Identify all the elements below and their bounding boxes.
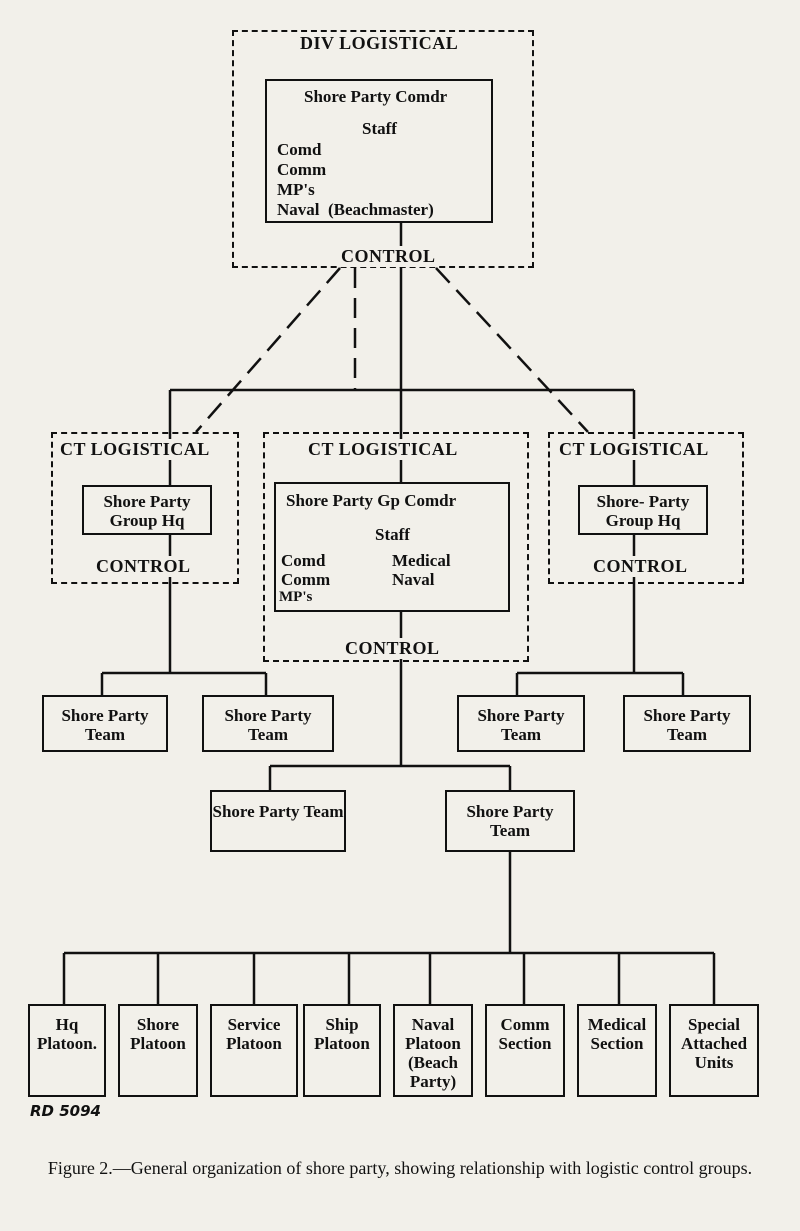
unit-shore-platoon: Shore Platoon (118, 1004, 198, 1097)
shore-party-team: Shore Party Team (210, 790, 346, 852)
staff-item: Comm (277, 160, 327, 179)
ct-center-title: CT LOGISTICAL (305, 439, 461, 460)
staff-item: Comd (277, 140, 322, 159)
ct-left-title: CT LOGISTICAL (57, 439, 213, 460)
ct-left-control-label: CONTROL (93, 556, 194, 577)
shore-party-commander-box: Shore Party Comdr Staff Comd Comm MP's N… (265, 79, 493, 223)
shore-party-team: Shore Party Team (457, 695, 585, 752)
ct-logistical-center-zone (263, 432, 529, 662)
gp-staff-item: Naval (392, 570, 435, 589)
gp-staff-item: Medical (392, 551, 451, 570)
div-logistical-zone (232, 30, 534, 268)
figure-caption: Figure 2.—General organization of shore … (47, 1158, 753, 1178)
gp-staff-item: Comd (281, 551, 326, 570)
ct-center-control-label: CONTROL (342, 638, 443, 659)
gp-staff-item: Comm (281, 570, 331, 589)
div-control-label: CONTROL (338, 246, 439, 267)
staff-item: Naval (Beachmaster) (277, 200, 434, 219)
figure-code: RD 5094 (30, 1102, 101, 1120)
dashed-link-right (435, 267, 589, 433)
shore-party-team: Shore Party Team (202, 695, 334, 752)
shore-party-team: Shore Party Team (445, 790, 575, 852)
shore-party-team: Shore Party Team (623, 695, 751, 752)
shore-party-group-hq-right: Shore- Party Group Hq (578, 485, 708, 535)
commander-title: Shore Party Comdr (304, 87, 448, 106)
ct-right-title: CT LOGISTICAL (556, 439, 712, 460)
gp-staff-heading: Staff (375, 525, 410, 544)
gp-staff-item: MP's (279, 589, 313, 605)
unit-medical-section: Medical Section (577, 1004, 657, 1097)
hq-left-label: Shore Party Group Hq (103, 492, 191, 530)
staff-item: MP's (277, 180, 315, 199)
ct-logistical-right-zone (548, 432, 744, 584)
unit-ship-platoon: Ship Platoon (303, 1004, 381, 1097)
hq-right-label: Shore- Party Group Hq (596, 492, 690, 530)
unit-special-attached: Special Attached Units (669, 1004, 759, 1097)
ct-right-control-label: CONTROL (590, 556, 691, 577)
shore-party-team: Shore Party Team (42, 695, 168, 752)
staff-heading: Staff (362, 119, 397, 138)
ct-logistical-left-zone (51, 432, 239, 584)
unit-comm-section: Comm Section (485, 1004, 565, 1097)
unit-naval-platoon: Naval Platoon (Beach Party) (393, 1004, 473, 1097)
gp-commander-title: Shore Party Gp Comdr (286, 491, 457, 510)
shore-party-gp-commander-box: Shore Party Gp Comdr Staff Comd Comm MP'… (274, 482, 510, 612)
div-logistical-title: DIV LOGISTICAL (297, 33, 462, 54)
unit-hq-platoon: Hq Platoon. (28, 1004, 106, 1097)
shore-party-group-hq-left: Shore Party Group Hq (82, 485, 212, 535)
unit-service-platoon: Service Platoon (210, 1004, 298, 1097)
dashed-link-left (195, 267, 341, 433)
